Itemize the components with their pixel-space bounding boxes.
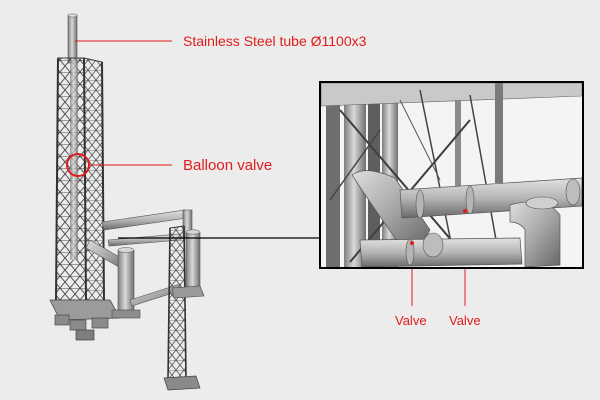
tube-callout-label: Stainless Steel tube Ø1100x3 xyxy=(183,33,367,49)
valve-right-callout-label: Valve xyxy=(449,313,481,328)
main-tower xyxy=(49,13,121,341)
detail-inset xyxy=(319,81,584,269)
branch-pipework xyxy=(85,209,205,391)
balloon-valve-callout-label: Balloon valve xyxy=(183,157,273,174)
valve-left-callout-label: Valve xyxy=(395,313,427,328)
